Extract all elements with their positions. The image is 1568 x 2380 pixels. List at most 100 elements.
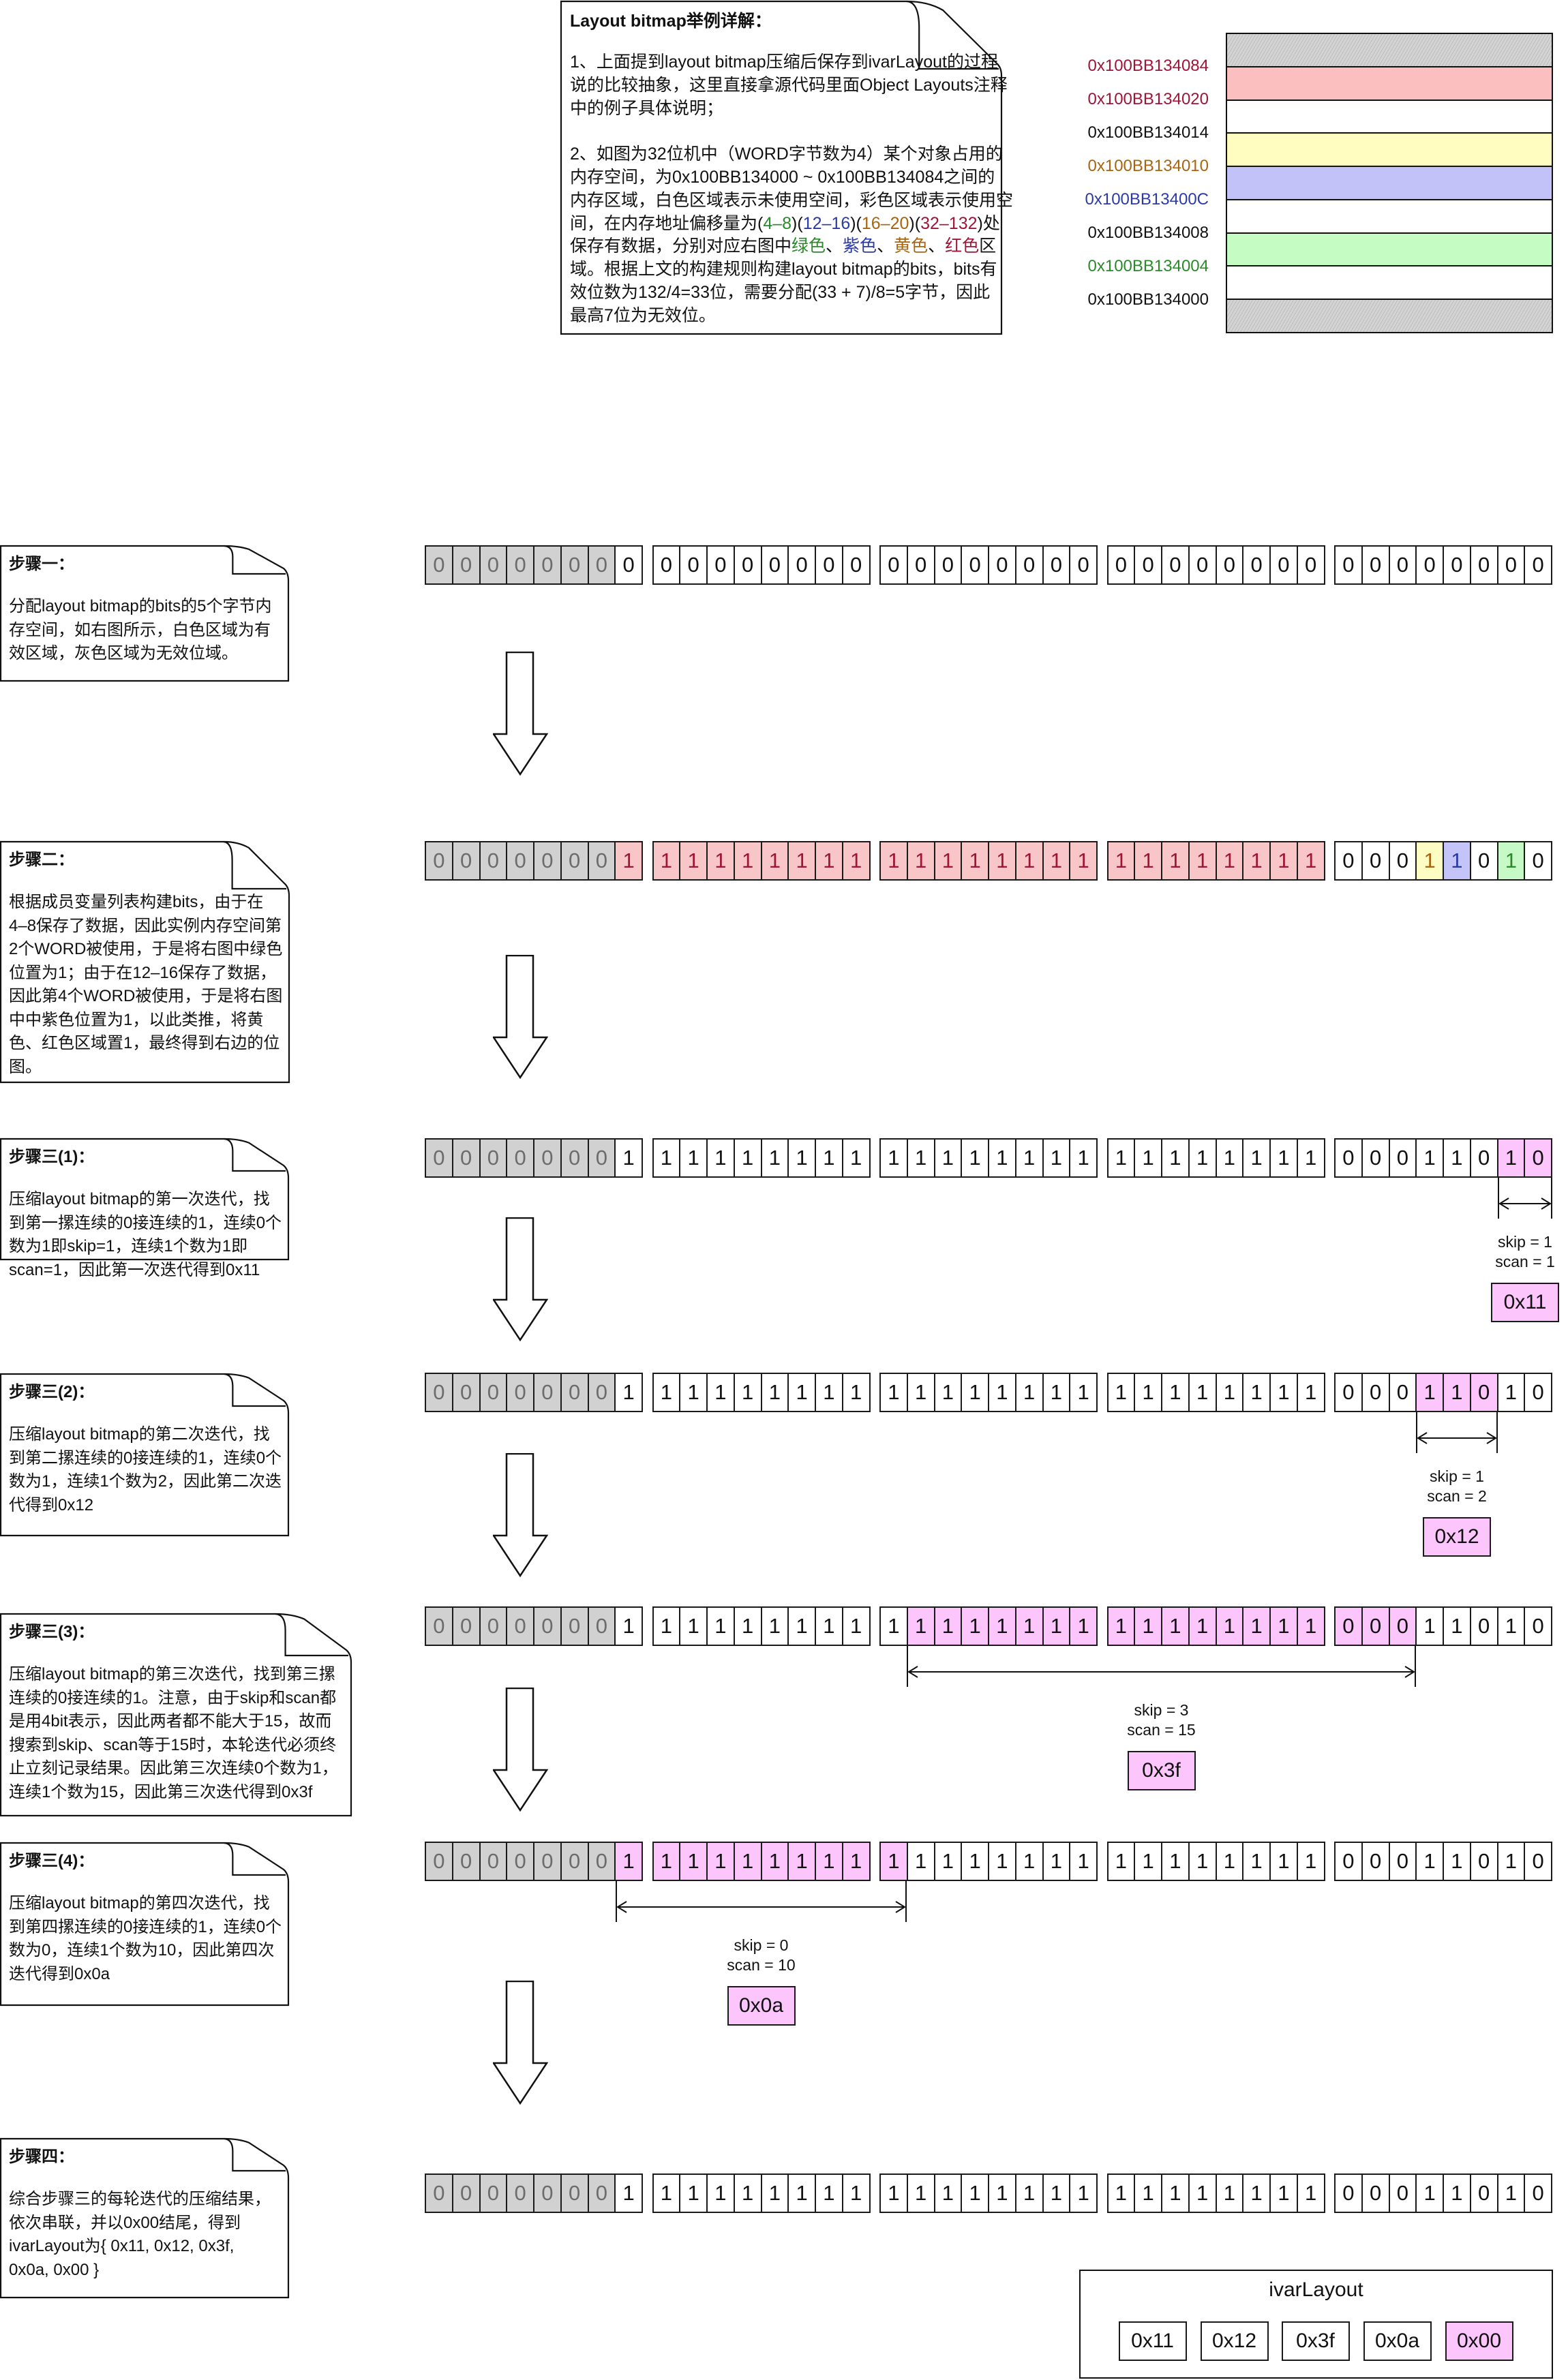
- bit-cell: 1: [733, 1140, 761, 1176]
- memory-band-green: [1227, 232, 1552, 266]
- bit-cell: 1: [733, 1608, 761, 1645]
- bit-cell: 1: [1443, 1608, 1470, 1645]
- ivar-layout-byte: 0x12: [1200, 2321, 1269, 2361]
- bit-cell: 1: [933, 1608, 961, 1645]
- bit-cell: 1: [1042, 1843, 1070, 1880]
- bit-cell: 1: [933, 842, 961, 879]
- text-segment: 内存空间，为0x100BB134000 ~ 0x100BB134084之间的: [570, 167, 995, 187]
- intro-note-line: 间，在内存地址偏移量为(4–8)(12–16)(16–20)(32–132)处: [570, 213, 1013, 236]
- bit-cell: 1: [961, 1608, 988, 1645]
- double-arrow-icon: [907, 1646, 1416, 1688]
- bit-cell: 0: [1336, 1140, 1361, 1176]
- step-description-line: 压缩layout bitmap的第一次迭代，找: [9, 1190, 270, 1208]
- bit-cell: 0: [479, 1140, 507, 1176]
- step-description-line: 色、红色区域置1，最终得到右边的位: [9, 1034, 280, 1052]
- bit-cell: 0: [451, 1374, 479, 1411]
- step-description-line: 效区域，灰色区域为无效位域。: [9, 644, 238, 662]
- bit-cell: 0: [451, 842, 479, 879]
- bit-cell: 1: [706, 1140, 734, 1176]
- bit-cell: 0: [653, 547, 680, 583]
- step-description-line: 到第四摞连续的0接连续的1，连续0个: [9, 1917, 282, 1936]
- bit-cell: 0: [587, 1608, 615, 1645]
- step-title: 步骤二：: [9, 851, 74, 869]
- text-segment: 红色: [945, 237, 980, 256]
- bit-cell: 1: [706, 1843, 734, 1880]
- note-shape: [560, 0, 1003, 335]
- bit-cell: 1: [1108, 1608, 1134, 1645]
- bit-cell: 1: [988, 1843, 1015, 1880]
- intro-note-line: 2、如图为32位机中（WORD字节数为4）某个对象占用的: [570, 143, 1013, 166]
- bit-cell: 0: [451, 1843, 479, 1880]
- bit-cell: 0: [1361, 2175, 1389, 2212]
- note-shape: [0, 840, 290, 1084]
- iteration-result: 0x3f: [1127, 1751, 1196, 1790]
- intro-note-title: Layout bitmap举例详解：: [570, 12, 772, 31]
- bit-cell: 1: [881, 2175, 907, 2212]
- step-description-line: 分配layout bitmap的bits的5个字节内: [9, 597, 272, 615]
- bit-cell: 1: [787, 842, 815, 879]
- bit-cell: 1: [1296, 1374, 1324, 1411]
- bit-cell: 1: [1242, 2175, 1269, 2212]
- bit-cell: 1: [653, 1374, 680, 1411]
- bit-cell: 1: [906, 1843, 934, 1880]
- bit-cell: 0: [1469, 1140, 1497, 1176]
- bit-cell: 0: [1415, 547, 1443, 583]
- bit-cell: 0: [1069, 547, 1096, 583]
- text-segment: 、: [928, 237, 946, 256]
- bit-cell: 1: [1188, 2175, 1216, 2212]
- step-title: 步骤一：: [9, 555, 74, 573]
- bit-cell: 0: [933, 547, 961, 583]
- bit-cell: 1: [1242, 1140, 1269, 1176]
- text-segment: )处: [977, 213, 1000, 233]
- bit-cell: 1: [760, 1374, 788, 1411]
- bit-cell: 0: [1524, 1843, 1551, 1880]
- ivar-layout-title: ivarLayout: [1269, 2278, 1363, 2301]
- bit-cell: 1: [733, 1374, 761, 1411]
- bit-cell: 1: [679, 1843, 706, 1880]
- bit-cell: 1: [1161, 1843, 1188, 1880]
- span-dimension: [1498, 1178, 1552, 1220]
- bit-cell: 1: [961, 1843, 988, 1880]
- bit-cell: 1: [760, 1608, 788, 1645]
- bit-cell: 1: [1242, 1374, 1269, 1411]
- intro-note-line: 1、上面提到layout bitmap压缩后保存到ivarLayout的过程: [570, 51, 1013, 74]
- bit-cell: 1: [841, 842, 869, 879]
- step-description-line: 压缩layout bitmap的第四次迭代，找: [9, 1894, 270, 1912]
- step-description-line: 存空间，如右图所示，白色区域为有: [9, 620, 271, 639]
- step-description-line: ivarLayout为{ 0x11, 0x12, 0x3f,: [9, 2237, 235, 2255]
- step-description: 分配layout bitmap的bits的5个字节内存空间，如右图所示，白色区域…: [9, 595, 271, 666]
- step-description-line: 中中紫色位置为1，以此类推，将黄: [9, 1010, 264, 1029]
- bit-cell: 1: [1042, 842, 1070, 879]
- bit-cell: 1: [1069, 842, 1096, 879]
- bit-cell: 1: [1014, 1374, 1042, 1411]
- bit-cell: 0: [426, 2175, 452, 2212]
- down-arrow-icon: [492, 1980, 549, 2105]
- note-shape: [0, 2137, 290, 2299]
- bit-cell: 0: [506, 1843, 533, 1880]
- intro-note-line: 内存空间，为0x100BB134000 ~ 0x100BB134084之间的: [570, 166, 1013, 189]
- bit-cell: 1: [679, 1374, 706, 1411]
- bit-cell: 0: [506, 1608, 533, 1645]
- text-segment: 4–8: [763, 213, 792, 233]
- bit-cell: 0: [1336, 842, 1361, 879]
- text-segment: 2、如图为32位机中（WORD字节数为4）某个对象占用的: [570, 144, 1003, 164]
- bit-cell: 0: [1361, 842, 1389, 879]
- iteration-result: 0x12: [1423, 1517, 1491, 1557]
- bit-cell: 1: [1269, 1608, 1297, 1645]
- bit-cell: 1: [906, 842, 934, 879]
- bit-cell: 0: [479, 2175, 507, 2212]
- bit-cell: 1: [1296, 842, 1324, 879]
- bit-cell: 1: [787, 1608, 815, 1645]
- bit-cell: 1: [881, 1843, 907, 1880]
